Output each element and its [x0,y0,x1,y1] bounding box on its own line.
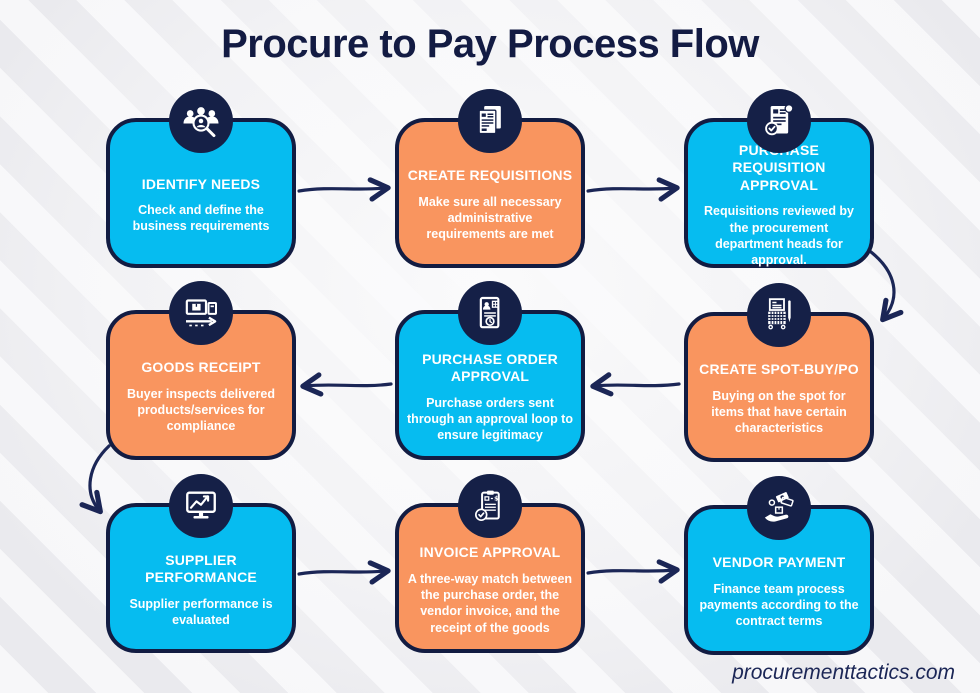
document-check-icon [747,89,811,153]
step-card-vendor-payment: VENDOR PAYMENT Finance team process paym… [684,476,874,655]
step-card-create-spot-buy-po: CREATE SPOT-BUY/PO Buying on the spot fo… [684,283,874,462]
step-card-goods-receipt: GOODS RECEIPT Buyer inspects delivered p… [106,281,296,460]
arrow-invoice-to-payment [586,559,680,584]
order-document-icon [458,281,522,345]
arrow-requisitions-to-approval [586,177,680,202]
step-title: INVOICE APPROVAL [419,544,561,561]
invoice-check-icon: $ [458,474,522,538]
step-title: PURCHASE ORDER APPROVAL [422,350,558,385]
step-description: Make sure all necessary administrative r… [418,194,562,242]
people-search-icon [169,89,233,153]
arrow-supplier-to-invoice [297,560,391,585]
step-description: Purchase orders sent through an approval… [407,395,573,443]
step-title: CREATE SPOT-BUY/PO [699,361,859,378]
step-title: SUPPLIER PERFORMANCE [145,551,257,586]
step-card-purchase-requisition-approval: PURCHASE REQUISITION APPROVAL Requisitio… [684,89,874,268]
arrow-identify-to-requisitions [297,177,391,202]
documents-icon [458,89,522,153]
svg-text:$: $ [494,496,498,503]
arrow-po-approval-to-goods [300,372,393,397]
receipt-machine-icon [747,283,811,347]
step-card-purchase-order-approval: PURCHASE ORDER APPROVAL Purchase orders … [395,281,585,460]
conveyor-package-icon [169,281,233,345]
step-title: GOODS RECEIPT [141,359,261,376]
website-watermark: procurementtactics.com [732,661,955,684]
step-card-identify-needs: IDENTIFY NEEDS Check and define the busi… [106,89,296,268]
arrow-spotbuy-to-po-approval [590,372,681,397]
hand-money-icon [747,476,811,540]
step-description: Buyer inspects delivered products/servic… [127,386,275,434]
step-description: Requisitions reviewed by the procurement… [703,204,855,267]
step-description: Check and define the business requiremen… [132,203,270,234]
page-title: Procure to Pay Process Flow [221,22,759,66]
step-description: Finance team process payments according … [699,581,859,629]
arrow-goods-to-supplier-curve [79,444,111,515]
step-title: CREATE REQUISITIONS [407,167,573,184]
step-card-invoice-approval: $ INVOICE APPROVAL A three-way match bet… [395,474,585,653]
step-description: Buying on the spot for items that have c… [711,388,847,436]
step-title: VENDOR PAYMENT [712,554,846,571]
arrow-approval-to-spotbuy-curve [869,250,904,323]
monitor-chart-icon [169,474,233,538]
step-card-supplier-performance: SUPPLIER PERFORMANCE Supplier performanc… [106,474,296,653]
step-description: Supplier performance is evaluated [129,596,273,627]
step-description: A three-way match between the purchase o… [407,571,573,635]
step-card-create-requisitions: CREATE REQUISITIONS Make sure all necess… [395,89,585,268]
step-title: IDENTIFY NEEDS [141,175,261,192]
